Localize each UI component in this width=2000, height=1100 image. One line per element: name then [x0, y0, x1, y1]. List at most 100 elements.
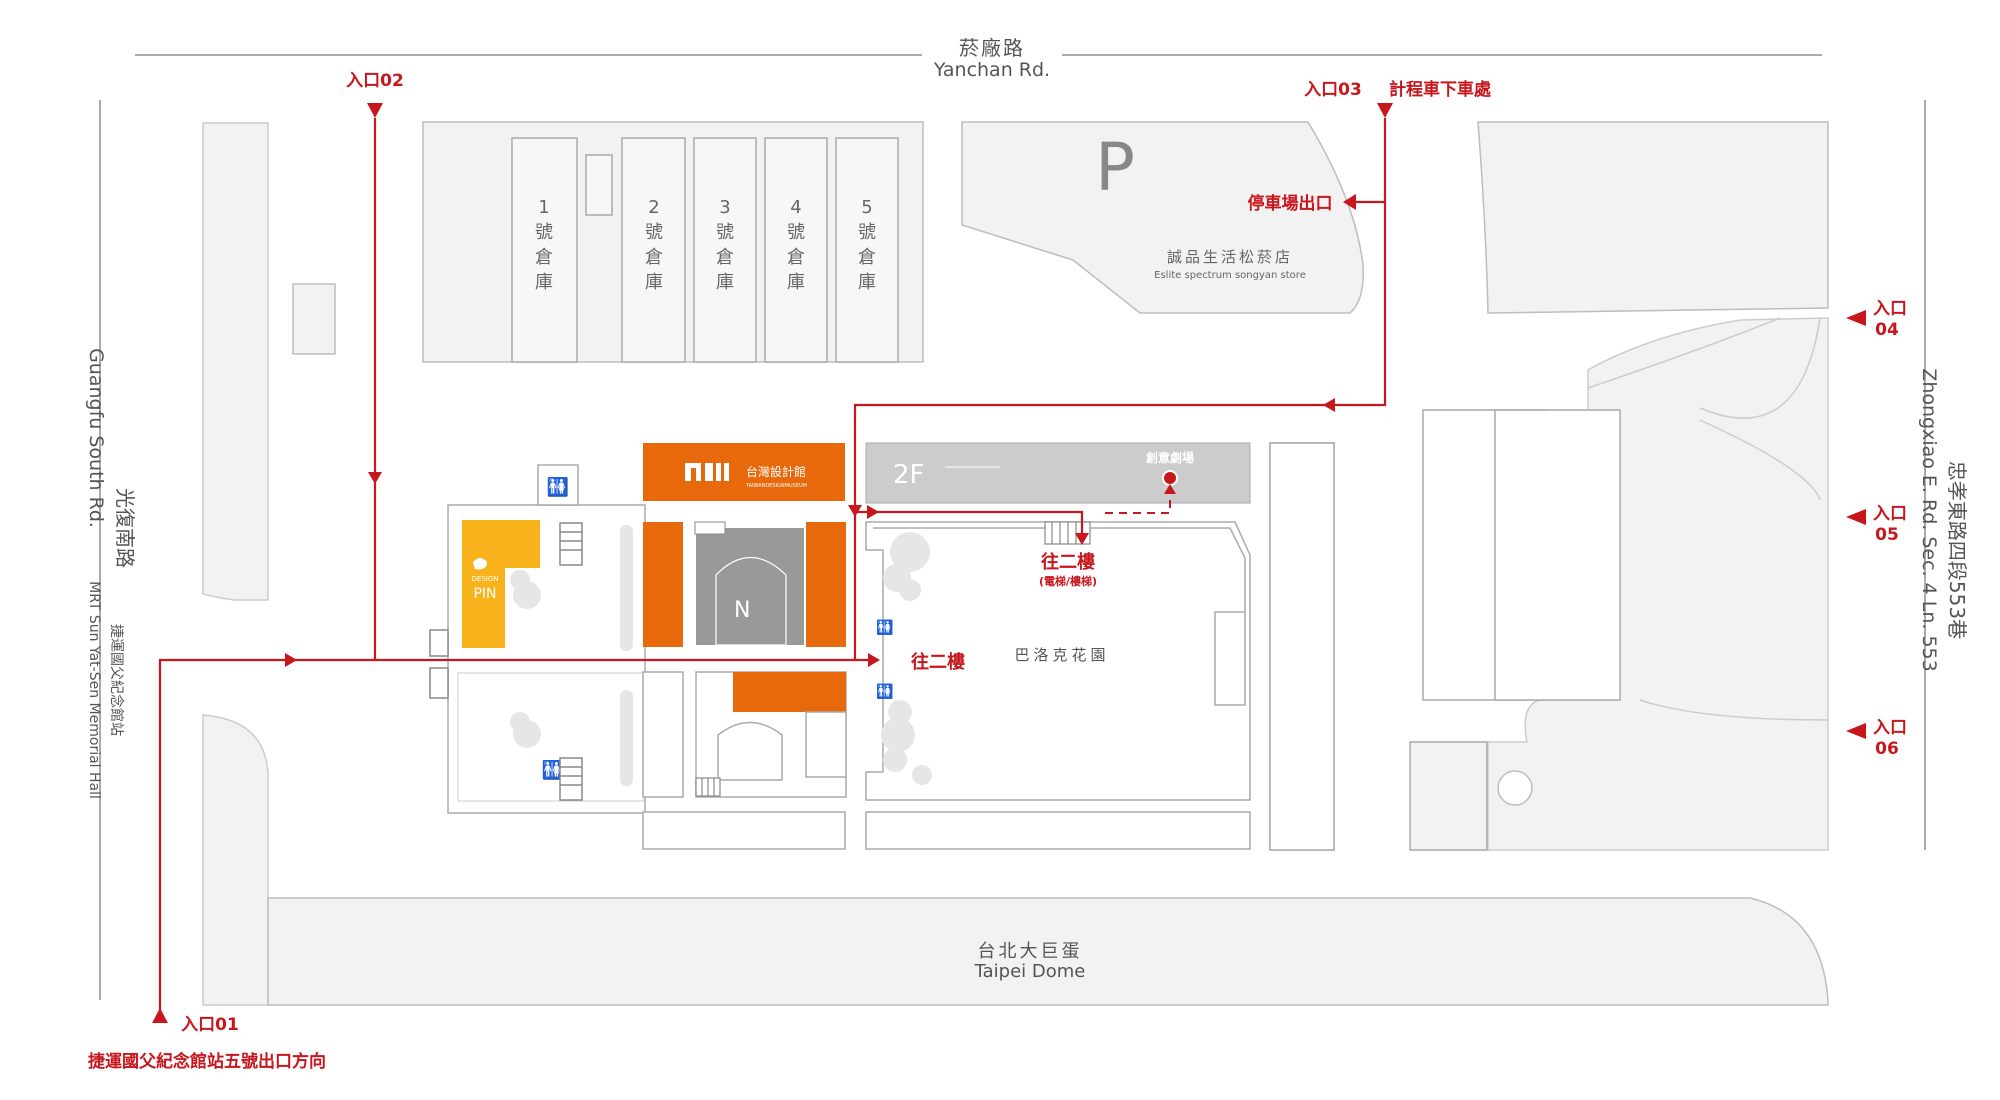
- east-park-circle: [1497, 770, 1533, 806]
- east-building-b: [1494, 409, 1621, 701]
- parking-exit-label: 停車場出口: [1248, 193, 1333, 214]
- design-pin-line2: PIN: [473, 586, 496, 602]
- entrance-06-num: 06: [1875, 739, 1899, 759]
- design-pin-line1: DESIGN: [472, 575, 499, 583]
- route-dashed-theater: [1105, 492, 1171, 514]
- second-floor-label: 2F: [893, 460, 925, 490]
- svg-text:號: 號: [858, 222, 876, 243]
- taipei-dome-zh: 台北大巨蛋: [978, 941, 1083, 962]
- elevator-stairs-label: (電梯/樓梯): [1039, 574, 1097, 588]
- arrow-route-1: [368, 472, 382, 484]
- stairs-icon-west-south: [559, 757, 583, 801]
- design-museum-hall: [696, 528, 804, 645]
- svg-text:1: 1: [538, 197, 549, 218]
- arrow-route-5: [848, 505, 862, 517]
- south-block-1: [642, 811, 846, 850]
- west-strip-south: [202, 714, 269, 1006]
- east-park-curve-2: [1699, 317, 1821, 419]
- arrow-parking-exit: [1343, 194, 1356, 210]
- design-museum-zh: 台灣設計館: [746, 464, 806, 479]
- entrance-04-num: 04: [1875, 320, 1899, 340]
- entrance-06-label: 入口: [1873, 718, 1907, 738]
- eslite-building: [961, 121, 1364, 314]
- eslite-name-en: Eslite spectrum songyan store: [1154, 270, 1306, 281]
- entrance-03-label: 入口03: [1304, 80, 1362, 100]
- design-pin-icon: [473, 558, 487, 570]
- baroque-garden-inner: [873, 527, 1246, 706]
- design-museum-left-block: [643, 522, 683, 647]
- svg-text:號: 號: [645, 222, 663, 243]
- svg-text:庫: 庫: [535, 272, 553, 293]
- restroom-icon-garden-north: 🚻: [876, 619, 893, 636]
- arrow-route-4: [1323, 398, 1335, 412]
- south-hall-inner: [805, 711, 847, 778]
- mrt-station-en: MRT Sun Yat-Sen Memorial Hall: [86, 581, 102, 799]
- entrance-05-num: 05: [1875, 525, 1899, 545]
- guangfu-road-zh: 光復南路: [113, 488, 137, 568]
- east-building-c: [1409, 741, 1488, 851]
- south-block-left: [642, 671, 684, 798]
- svg-text:倉: 倉: [535, 247, 553, 268]
- svg-text:庫: 庫: [858, 272, 876, 293]
- arrow-route-2: [285, 653, 297, 667]
- warehouse-2: 2 號 倉 庫: [621, 137, 686, 363]
- mrt-station-zh: 捷運國父紀念館站: [108, 624, 125, 736]
- taipei-dome-en: Taipei Dome: [974, 961, 1086, 982]
- zhongxiao-lane-en: Zhongxiao E. Rd. Sec. 4 Ln. 553: [1918, 368, 1940, 671]
- zhongxiao-lane-zh: 忠孝東路四段553巷: [1945, 461, 1969, 639]
- south-block-2: [865, 811, 1251, 850]
- arrow-theater: [1164, 484, 1176, 494]
- yanchan-road-en: Yanchan Rd.: [933, 59, 1050, 81]
- svg-text:號: 號: [535, 222, 553, 243]
- warehouse-5: 5 號 倉 庫: [835, 137, 899, 363]
- stairs-icon-south-hall: [695, 777, 721, 797]
- svg-text:庫: 庫: [787, 272, 805, 293]
- svg-text:4: 4: [790, 197, 801, 218]
- entrance-04-label: 入口: [1873, 299, 1907, 319]
- warehouse-3: 3 號 倉 庫: [693, 137, 757, 363]
- entrance-02-label: 入口02: [346, 71, 404, 91]
- design-pin-block: [462, 520, 540, 648]
- south-hall-dome: [717, 721, 783, 781]
- arrow-e02: [367, 103, 383, 118]
- design-museum-top-stairs: [694, 521, 726, 535]
- svg-text:號: 號: [787, 222, 805, 243]
- to-second-floor-label: 往二樓: [1041, 551, 1095, 573]
- svg-text:倉: 倉: [716, 247, 734, 268]
- taipei-dome: [267, 897, 1829, 1006]
- warehouse-small-rect: [585, 154, 613, 216]
- svg-text:倉: 倉: [645, 247, 663, 268]
- east-park-curve-1: [1587, 317, 1781, 389]
- restroom-icon-south: 🚻: [542, 759, 564, 781]
- creative-theater-label: 創意劇場: [1145, 450, 1194, 465]
- tree-cluster-west: [510, 525, 633, 786]
- arrow-e03: [1377, 103, 1393, 118]
- restroom-icon-north: 🚻: [547, 476, 569, 498]
- tree-cluster-garden: [881, 532, 932, 785]
- design-museum-dome: [715, 556, 787, 646]
- svg-text:號: 號: [716, 222, 734, 243]
- svg-text:庫: 庫: [645, 272, 663, 293]
- svg-text:倉: 倉: [787, 247, 805, 268]
- design-museum-n-logo: N: [734, 598, 750, 623]
- design-museum-header: [643, 443, 845, 501]
- svg-text:3: 3: [719, 197, 730, 218]
- parking-symbol: P: [1095, 129, 1135, 206]
- arrow-route-7: [1075, 533, 1089, 545]
- entrance-01-label: 入口01: [181, 1015, 239, 1035]
- arrow-e05: [1846, 509, 1866, 525]
- entrance-05-label: 入口: [1873, 504, 1907, 524]
- northeast-building: [1477, 121, 1829, 314]
- route-lines: [158, 118, 1387, 1015]
- arrow-route-6: [867, 505, 879, 519]
- design-museum-logo: [685, 463, 729, 481]
- guangfu-road-en: Guangfu South Rd.: [85, 348, 107, 528]
- to-second-floor-label-2: 往二樓: [911, 651, 965, 673]
- svg-text:5: 5: [861, 197, 872, 218]
- creative-theater-dot: [1162, 470, 1178, 486]
- svg-text:倉: 倉: [858, 247, 876, 268]
- stairs-icon-west-edge: [429, 629, 449, 699]
- second-floor-bar: [865, 442, 1251, 504]
- svg-text:庫: 庫: [716, 272, 734, 293]
